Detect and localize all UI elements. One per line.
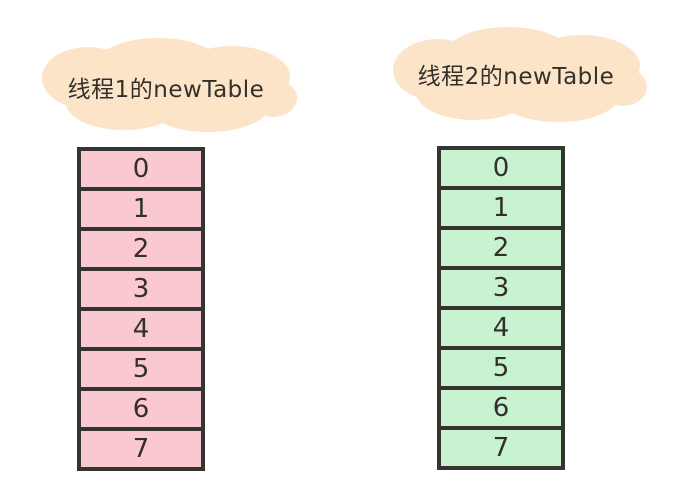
array-cell: 4 <box>441 310 561 350</box>
array-cell: 3 <box>441 270 561 310</box>
thread2-cloud-shape <box>382 20 648 124</box>
array-cell: 2 <box>81 231 201 271</box>
cloud-icon <box>393 27 647 122</box>
array-cell: 1 <box>441 190 561 230</box>
array-cell: 6 <box>81 391 201 431</box>
thread1-newtable-array: 0 1 2 3 4 5 6 7 <box>77 147 205 471</box>
array-cell: 4 <box>81 311 201 351</box>
array-cell: 5 <box>441 350 561 390</box>
thread1-cloud-shape <box>30 30 298 134</box>
array-cell: 3 <box>81 271 201 311</box>
thread2-newtable-array: 0 1 2 3 4 5 6 7 <box>437 146 565 470</box>
array-cell: 6 <box>441 390 561 430</box>
array-cell: 1 <box>81 191 201 231</box>
thread1-newtable-label: 线程1的newTable <box>67 77 265 103</box>
array-cell: 0 <box>441 150 561 190</box>
array-cell: 2 <box>441 230 561 270</box>
array-cell: 5 <box>81 351 201 391</box>
array-cell: 7 <box>81 431 201 467</box>
cloud-icon <box>42 38 297 132</box>
array-cell: 0 <box>81 151 201 191</box>
array-cell: 7 <box>441 430 561 466</box>
thread2-newtable-label: 线程2的newTable <box>417 64 615 90</box>
